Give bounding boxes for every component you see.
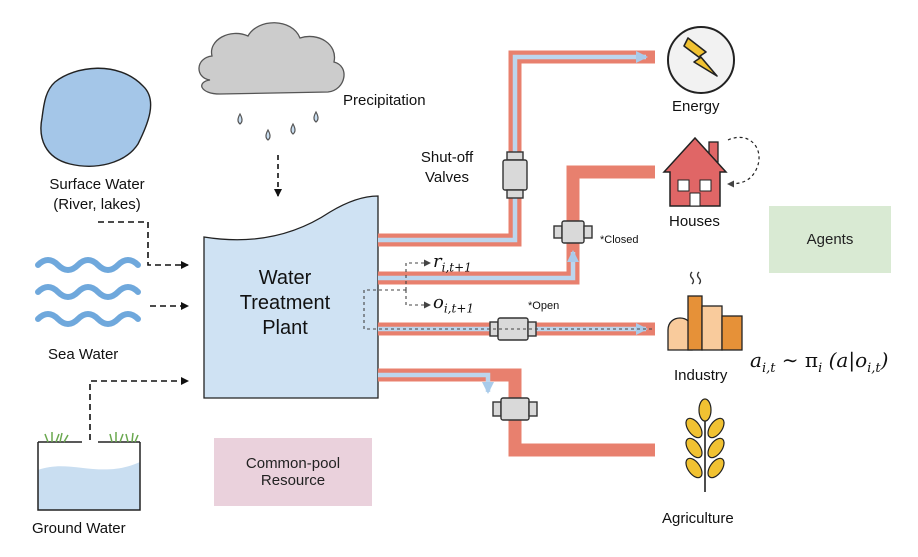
flow-houses (378, 250, 579, 281)
plant-shape (203, 195, 379, 399)
plant-line2: Treatment (239, 292, 331, 314)
common-pool-line2: Resource (260, 472, 326, 489)
factory-icon (667, 271, 743, 351)
surface-water-line1: Surface Water (49, 176, 145, 193)
common-pool-box: Common-pool Resource (214, 438, 372, 506)
feedback-line (363, 289, 655, 330)
observation-symbol: oi,t+1 (433, 292, 475, 316)
raindrops-icon (237, 110, 319, 141)
plant-line1: Water (258, 267, 312, 289)
lake-icon (40, 67, 152, 167)
shutoff-valves-label: Shut-off Valves (412, 148, 482, 188)
wheat-icon (685, 398, 725, 492)
policy-formula: ai,t ∼ πi (a|oi,t) (750, 348, 889, 376)
reward-arrow (405, 259, 431, 290)
house-icon (662, 136, 760, 207)
closed-label: *Closed (600, 234, 639, 246)
waves-icon (35, 257, 141, 327)
valve-agriculture[interactable] (492, 397, 538, 421)
precipitation-label: Precipitation (343, 92, 426, 109)
sea-water-label: Sea Water (48, 346, 119, 363)
plant-line3: Plant (262, 317, 308, 339)
agriculture-label: Agriculture (662, 510, 734, 527)
surface-water-line2: (River, lakes) (53, 196, 141, 213)
ground-water-icon (37, 432, 141, 511)
cloud-icon (198, 22, 345, 95)
industry-label: Industry (674, 367, 728, 384)
plant-label: Water Treatment Plant (220, 266, 350, 341)
reward-symbol: ri,t+1 (433, 251, 472, 275)
houses-label: Houses (669, 213, 720, 230)
flow-agriculture (378, 372, 494, 394)
observation-arrow (405, 290, 431, 309)
lightning-icon (667, 26, 735, 94)
agents-label: Agents (806, 231, 854, 248)
surface-water-label: Surface Water (River, lakes) (22, 175, 172, 215)
surface-water-arrow (98, 221, 189, 269)
ground-water-arrow (89, 377, 189, 440)
common-pool-line1: Common-pool (245, 455, 341, 472)
open-label: *Open (528, 300, 560, 312)
agents-box: Agents (769, 206, 891, 273)
shutoff-line2: Valves (425, 169, 469, 186)
ground-water-label: Ground Water (32, 520, 126, 537)
energy-label: Energy (672, 98, 720, 115)
valve-energy[interactable] (502, 151, 528, 199)
flow-energy (378, 51, 648, 243)
valve-houses[interactable] (553, 220, 593, 244)
shutoff-line1: Shut-off (420, 149, 474, 166)
